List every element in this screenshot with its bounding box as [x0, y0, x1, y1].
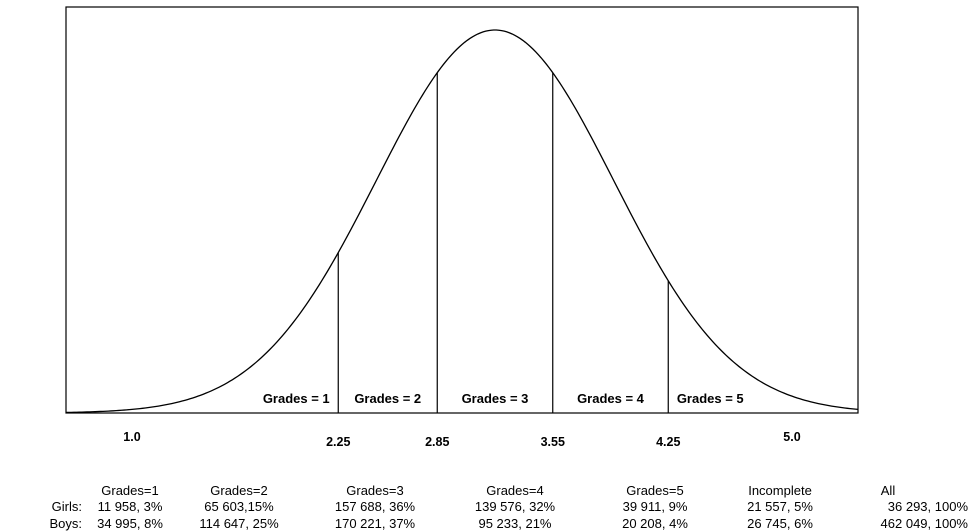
table-cell-r1-c4: 139 576, 32% — [475, 499, 556, 514]
tick-label-2.85: 2.85 — [425, 435, 449, 449]
column-header-3: Grades=3 — [346, 483, 403, 498]
table-cell-r2-c4: 95 233, 21% — [478, 516, 551, 531]
table-cell-r2-c5: 20 208, 4% — [622, 516, 688, 531]
chart-marks: Grades = 1 Grades = 2 Grades = 3 Grades = 4… — [65, 29, 859, 449]
tick-label-4.25: 4.25 — [656, 435, 680, 449]
column-header-5: Grades=5 — [626, 483, 683, 498]
tick-label-3.55: 3.55 — [541, 435, 565, 449]
table-cell-r2-c3: 170 221, 37% — [335, 516, 416, 531]
region-label-2: Grades = 2 — [354, 391, 421, 406]
region-label-1: Grades = 1 — [263, 391, 330, 406]
table-cell-r2-c7: 462 049, 100% — [881, 516, 969, 531]
row-label-1: Girls: — [52, 499, 82, 514]
table-cell-r1-c3: 157 688, 36% — [335, 499, 416, 514]
column-header-4: Grades=4 — [486, 483, 543, 498]
table-cell-r1-c7: 36 293, 100% — [888, 499, 969, 514]
tick-label-2.25: 2.25 — [326, 435, 350, 449]
table-cell-r1-c1: 11 958, 3% — [98, 499, 163, 514]
row-label-2: Boys: — [49, 516, 82, 531]
column-header-1: Grades=1 — [101, 483, 158, 498]
region-label-4: Grades = 4 — [577, 391, 645, 406]
region-label-5: Grades = 5 — [677, 391, 744, 406]
region-label-3: Grades = 3 — [462, 391, 529, 406]
tick-label-5.0: 5.0 — [783, 430, 800, 444]
column-header-7: All — [881, 483, 896, 498]
table-cell-r1-c6: 21 557, 5% — [747, 499, 813, 514]
plot-frame — [65, 6, 859, 414]
column-header-2: Grades=2 — [210, 483, 267, 498]
table-cell-r2-c2: 114 647, 25% — [199, 516, 279, 531]
table-cell-r2-c1: 34 995, 8% — [97, 516, 163, 531]
normal-curve — [65, 29, 859, 414]
stats-table: Grades=1 Grades=2 Grades=3 Grades=4 Grades=5… — [49, 483, 968, 531]
column-header-6: Incomplete — [748, 483, 812, 498]
table-cell-r2-c6: 26 745, 6% — [747, 516, 813, 531]
tick-label-1.0: 1.0 — [123, 430, 140, 444]
table-cell-r1-c2: 65 603,15% — [204, 499, 274, 514]
table-cell-r1-c5: 39 911, 9% — [623, 499, 688, 514]
